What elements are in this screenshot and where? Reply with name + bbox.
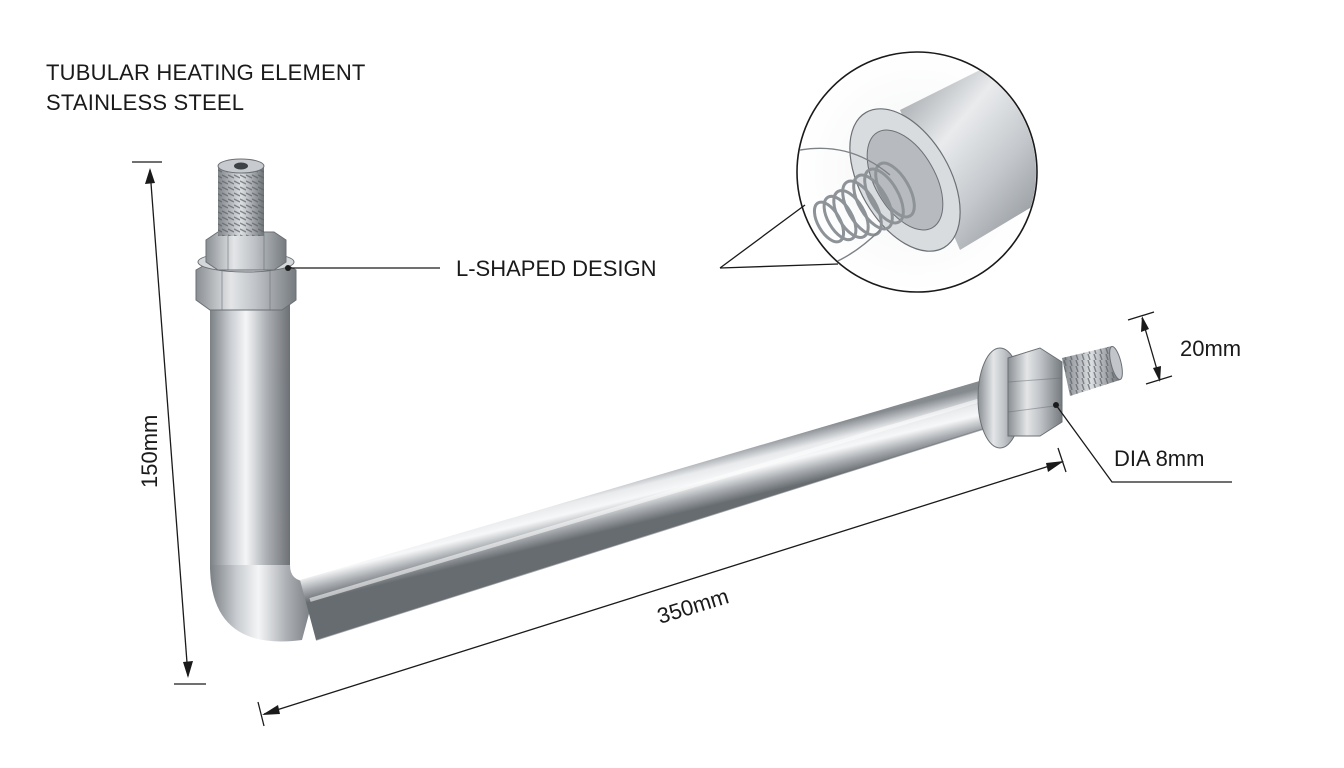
detail-inset: [796, 51, 1038, 293]
l-shaped-tube: [210, 300, 1013, 642]
title-line-2: STAINLESS STEEL: [46, 90, 245, 115]
top-hex-nut-upper: [205, 231, 287, 271]
label-l-shaped-design: L-SHAPED DESIGN: [456, 256, 657, 281]
leader-lines: [285, 204, 1232, 483]
top-stud-bore: [234, 162, 248, 170]
top-fitting: [195, 158, 297, 311]
right-fitting: [977, 345, 1123, 449]
label-20mm: 20mm: [1180, 336, 1241, 361]
tube-bend: [210, 565, 318, 642]
dimension-lines: [132, 161, 1173, 727]
inset-coil: [812, 161, 916, 244]
right-hex-nut: [1007, 347, 1063, 437]
label-350mm: 350mm: [654, 583, 731, 628]
inset-wire-upper: [799, 147, 891, 176]
title-line-1: TUBULAR HEATING ELEMENT: [46, 60, 366, 85]
label-150mm: 150mm: [137, 415, 162, 488]
vertical-leg: [210, 300, 290, 570]
horizontal-leg: [300, 375, 1012, 640]
label-dia-8mm: DIA 8mm: [1114, 446, 1204, 471]
